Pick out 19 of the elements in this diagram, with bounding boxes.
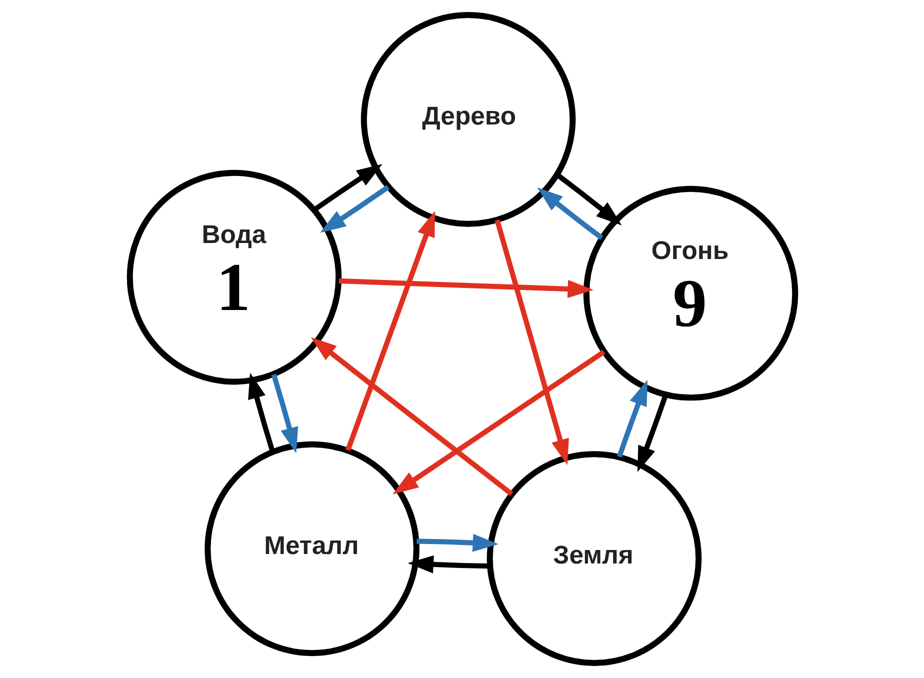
arrow: [392, 350, 605, 494]
arrow: [312, 164, 382, 212]
node-circle: Вода 1: [126, 170, 342, 385]
arrow: [407, 555, 490, 574]
arrow: [320, 184, 390, 233]
arrow: [555, 172, 622, 226]
arrow: [310, 337, 513, 496]
arrow: [536, 187, 603, 240]
arrow: [338, 278, 593, 298]
arrow: [344, 210, 434, 452]
node-circle: Земля: [486, 451, 702, 666]
arrow: [636, 394, 668, 472]
arrow: [494, 219, 568, 466]
arrow: [416, 534, 498, 552]
arrow: [248, 372, 274, 452]
arrow: [270, 374, 298, 454]
arrow: [616, 380, 647, 458]
node-circle: Дерево: [360, 12, 576, 227]
node-circle: Огонь 9: [582, 186, 798, 401]
